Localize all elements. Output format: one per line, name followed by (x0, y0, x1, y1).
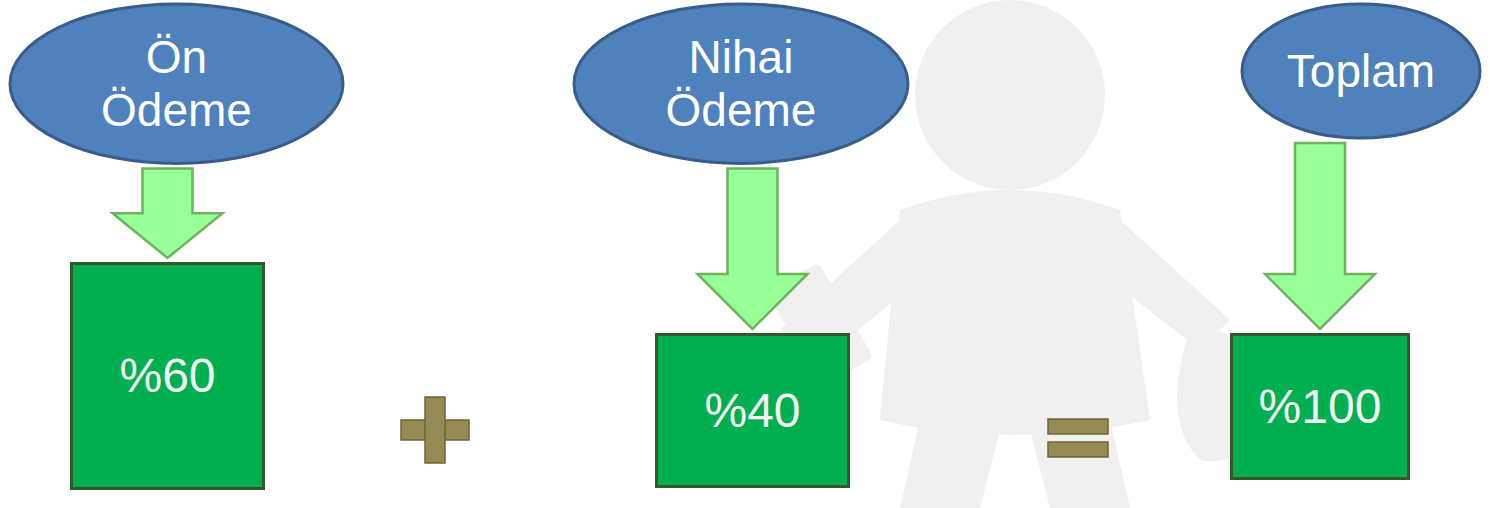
block-arrow (698, 168, 808, 329)
ellipse-shape (10, 4, 343, 163)
value-box: %60 (70, 262, 265, 490)
block-arrow (1265, 143, 1375, 329)
label-ellipse: Nihai Ödeme (572, 2, 910, 165)
value-box: %100 (1230, 333, 1410, 480)
percent-value: %60 (119, 348, 215, 403)
label-ellipse: Ön Ödeme (8, 2, 345, 165)
equals-symbol (1048, 419, 1108, 457)
ellipse-label: Toplam (1287, 45, 1435, 98)
ellipse-label: Ön Ödeme (82, 31, 272, 137)
percent-value: %100 (1259, 379, 1382, 434)
percent-value: %40 (704, 383, 800, 438)
value-box: %40 (655, 333, 850, 488)
plus-symbol (401, 397, 469, 463)
ellipse-shape (574, 4, 908, 163)
ellipse-label: Nihai Ödeme (646, 31, 836, 137)
ellipse-shape (1242, 4, 1480, 138)
label-ellipse: Toplam (1240, 2, 1482, 140)
block-arrow (113, 168, 223, 258)
